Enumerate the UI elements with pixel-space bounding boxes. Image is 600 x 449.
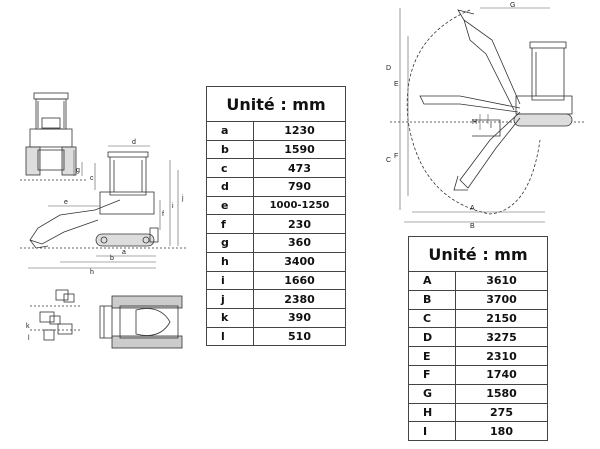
row-value: 790 (253, 177, 346, 197)
row-key: d (206, 177, 254, 197)
top-view-drawing (99, 295, 183, 349)
row-value: 1660 (253, 270, 346, 291)
row-key: E (408, 346, 456, 366)
blade-detail-drawing (30, 289, 80, 341)
label-I: I (490, 123, 492, 130)
row-key: C (408, 308, 456, 329)
working-range-drawing: A B C D E F G H I (386, 2, 585, 230)
row-key: G (408, 383, 456, 404)
row-key: c (206, 158, 254, 179)
label-c: c (90, 175, 94, 182)
label-i: i (172, 203, 174, 210)
row-key: H (408, 402, 456, 423)
row-value: 2150 (455, 308, 548, 329)
row-value: 390 (253, 307, 346, 328)
row-key: D (408, 327, 456, 348)
table-unit-header: Unité : mm (408, 236, 548, 272)
row-value: 180 (455, 421, 548, 442)
row-value: 1580 (455, 383, 548, 404)
row-key: j (206, 289, 254, 309)
row-key: k (206, 307, 254, 328)
row-value: 2380 (253, 289, 346, 309)
row-key: f (206, 214, 254, 235)
label-E: E (394, 81, 399, 88)
row-key: a (206, 121, 254, 141)
row-value: 360 (253, 233, 346, 253)
label-j: j (181, 195, 184, 202)
label-C: C (386, 157, 391, 164)
row-value: 2310 (455, 346, 548, 366)
row-key: A (408, 271, 456, 291)
row-value: 1230 (253, 121, 346, 141)
row-value: 275 (455, 402, 548, 423)
label-g: g (76, 167, 80, 174)
label-F: F (394, 153, 398, 160)
label-l: l (28, 335, 30, 342)
row-key: e (206, 195, 254, 216)
row-value: 510 (253, 326, 346, 347)
label-B: B (470, 223, 475, 230)
row-value: 3275 (455, 327, 548, 348)
row-value: 230 (253, 214, 346, 235)
label-d: d (132, 139, 136, 146)
row-key: b (206, 139, 254, 160)
row-key: l (206, 326, 254, 347)
front-view-drawing (20, 92, 86, 181)
label-h: h (90, 269, 94, 276)
label-D: D (386, 65, 391, 72)
label-e: e (64, 199, 68, 206)
label-H: H (472, 119, 477, 126)
label-a: a (122, 249, 126, 256)
label-f: f (162, 211, 164, 218)
row-key: g (206, 233, 254, 253)
row-value: 473 (253, 158, 346, 179)
label-G: G (510, 2, 515, 9)
row-value: 1000-1250 (253, 195, 346, 216)
label-b: b (110, 255, 114, 262)
row-value: 3400 (253, 251, 346, 272)
label-A: A (470, 205, 475, 212)
excavator-dimension-drawings-left: d c i f g e a b h j k l (20, 92, 186, 349)
row-key: F (408, 364, 456, 385)
label-k: k (26, 323, 30, 330)
row-key: i (206, 270, 254, 291)
row-value: 1740 (455, 364, 548, 385)
row-value: 3700 (455, 289, 548, 310)
table-unit-header: Unité : mm (206, 86, 346, 122)
row-key: B (408, 289, 456, 310)
row-value: 1590 (253, 139, 346, 160)
side-view-drawing (20, 151, 186, 249)
row-value: 3610 (455, 271, 548, 291)
row-key: I (408, 421, 456, 442)
row-key: h (206, 251, 254, 272)
